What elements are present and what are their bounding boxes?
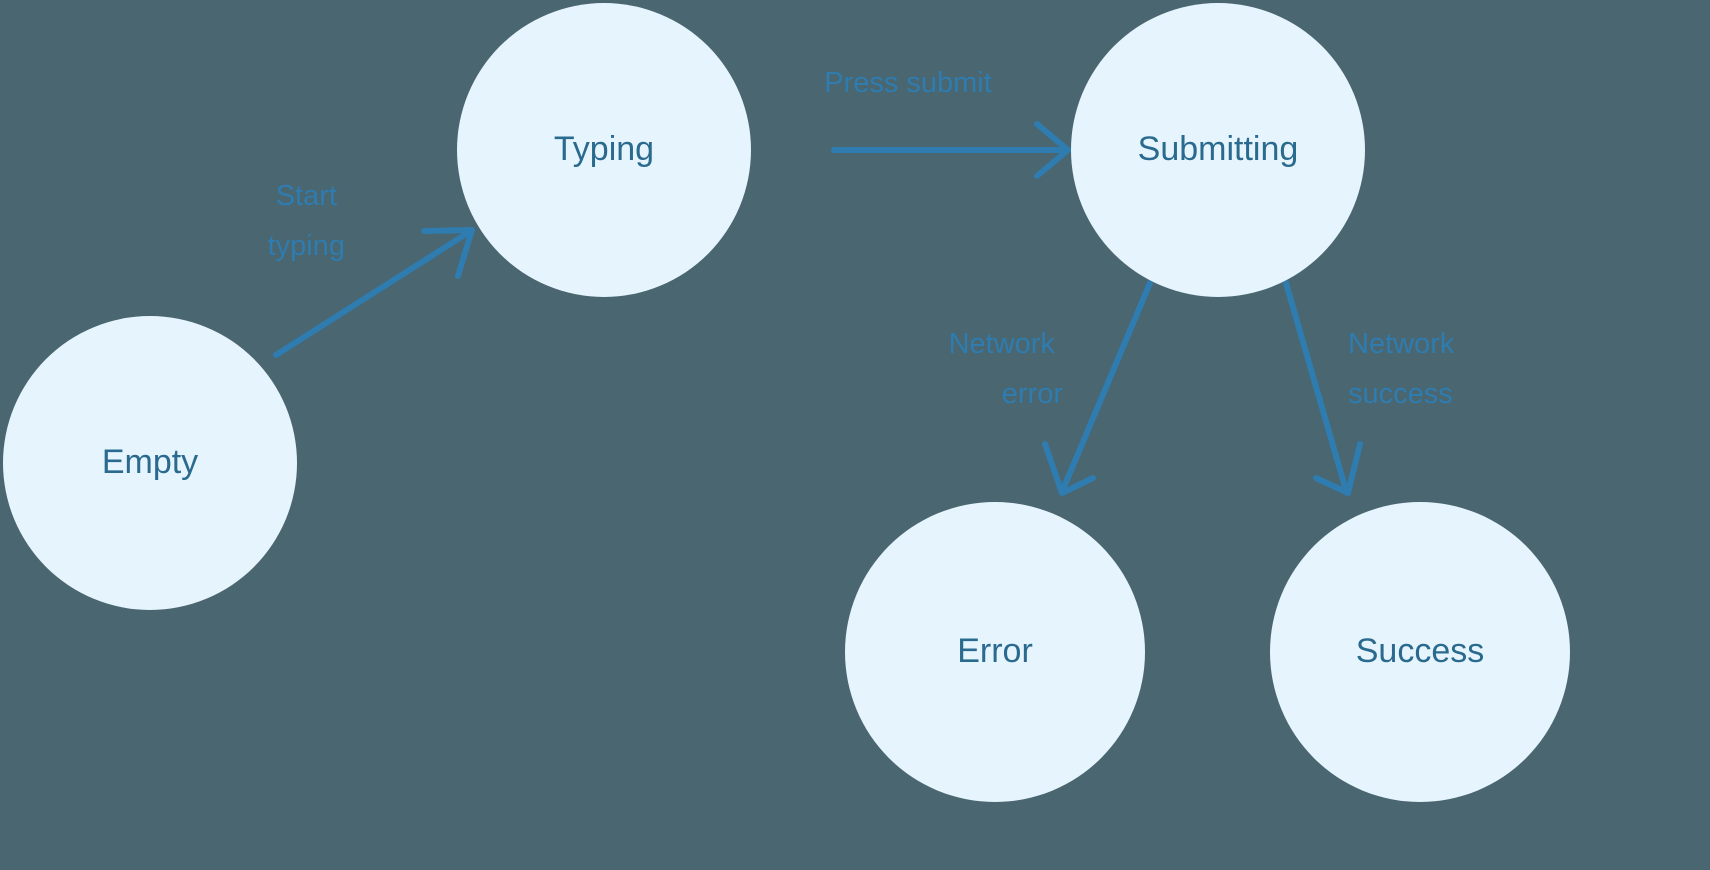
- edge-empty-to-typing: [273, 227, 475, 358]
- node-label: Submitting: [1138, 130, 1299, 168]
- edge-line: [1283, 280, 1348, 490]
- node-label: Error: [957, 632, 1033, 670]
- edge-line: [1061, 280, 1153, 490]
- edge-label-line: Network: [949, 328, 1056, 360]
- node-error[interactable]: Error: [845, 502, 1145, 802]
- edge-typing-to-submitting: [831, 121, 1071, 179]
- node-shape[interactable]: [1071, 3, 1365, 297]
- arrowhead-icon: [421, 227, 475, 279]
- node-shape[interactable]: [1270, 502, 1570, 802]
- node-empty[interactable]: Empty: [3, 316, 297, 610]
- node-submitting[interactable]: Submitting: [1071, 3, 1365, 297]
- node-shape[interactable]: [3, 316, 297, 610]
- node-label: Empty: [102, 443, 198, 481]
- node-typing[interactable]: Typing: [457, 3, 751, 297]
- node-shape[interactable]: [457, 3, 751, 297]
- arrowhead-icon: [1034, 121, 1071, 179]
- node-label: Typing: [554, 130, 654, 168]
- edge-label-press-submit: Press submit: [824, 67, 992, 99]
- edge-label-line: Start: [276, 180, 337, 212]
- node-shape[interactable]: [845, 502, 1145, 802]
- edge-label-network-error: Network error: [949, 328, 1064, 410]
- edge-label-line: Press submit: [824, 67, 992, 99]
- edge-label-line: Network: [1348, 328, 1455, 360]
- edge-label-line: error: [1002, 378, 1064, 410]
- edge-label-line: typing: [268, 230, 345, 262]
- edge-line: [273, 231, 469, 358]
- edge-label-start-typing: Start typing: [268, 180, 345, 262]
- node-label: Success: [1356, 632, 1485, 670]
- edge-label-network-success: Network success: [1348, 328, 1462, 410]
- edge-submitting-to-success: [1283, 280, 1363, 496]
- node-success[interactable]: Success: [1270, 502, 1570, 802]
- arrowhead-icon: [1042, 441, 1096, 496]
- edge-label-line: success: [1348, 378, 1453, 410]
- edge-submitting-to-error: [1042, 280, 1153, 496]
- arrowhead-icon: [1313, 441, 1363, 496]
